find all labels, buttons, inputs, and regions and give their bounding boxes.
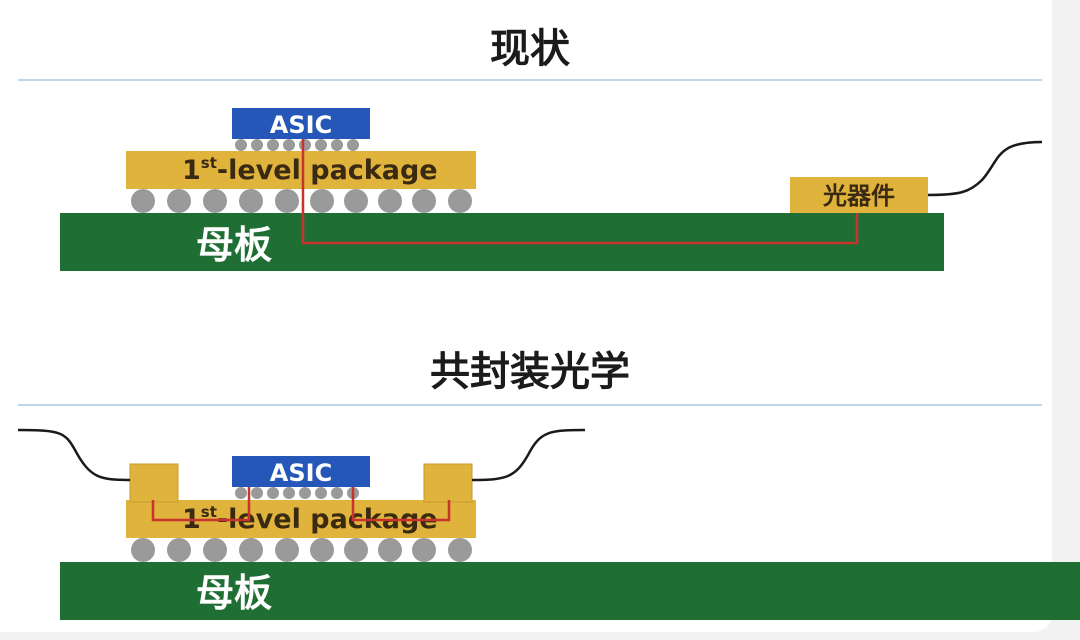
bump xyxy=(251,139,263,151)
bottom-section: 共封装光学 母板 xyxy=(17,349,1080,620)
bottom-package-solder-balls xyxy=(131,538,472,562)
bottom-optical-fiber-right xyxy=(471,428,586,482)
solder-ball xyxy=(344,538,368,562)
solder-ball xyxy=(239,538,263,562)
top-optical-device-label: 光器件 xyxy=(822,182,895,210)
bump xyxy=(315,139,327,151)
top-package-label-suffix: -level package xyxy=(217,155,438,186)
solder-ball xyxy=(131,189,155,213)
bump xyxy=(315,487,327,499)
bump xyxy=(347,139,359,151)
top-asic-die xyxy=(232,108,370,139)
bump xyxy=(235,139,247,151)
solder-ball xyxy=(310,538,334,562)
solder-ball xyxy=(203,538,227,562)
bottom-asic-bumps xyxy=(235,487,359,499)
solder-ball xyxy=(378,189,402,213)
solder-ball xyxy=(412,538,436,562)
top-asic-label: ASIC xyxy=(270,111,332,139)
bump xyxy=(235,487,247,499)
bottom-electrical-trace-left xyxy=(151,487,251,522)
top-section-title: 现状 xyxy=(490,26,571,72)
bump xyxy=(251,487,263,499)
bottom-optical-engine-left xyxy=(129,463,179,503)
solder-ball xyxy=(239,189,263,213)
solder-ball xyxy=(203,189,227,213)
bump xyxy=(299,487,311,499)
solder-ball xyxy=(275,538,299,562)
solder-ball xyxy=(310,189,334,213)
top-package-solder-balls xyxy=(131,189,472,213)
bump xyxy=(299,139,311,151)
top-asic-bumps xyxy=(235,139,359,151)
bump xyxy=(331,139,343,151)
bottom-motherboard-label: 母板 xyxy=(196,571,272,615)
solder-ball xyxy=(378,538,402,562)
solder-ball xyxy=(448,538,472,562)
solder-ball xyxy=(412,189,436,213)
bottom-section-title: 共封装光学 xyxy=(430,349,630,395)
bump xyxy=(267,487,279,499)
top-first-level-package xyxy=(126,151,476,189)
top-electrical-trace xyxy=(301,139,859,245)
top-optical-device xyxy=(790,177,928,213)
bump xyxy=(283,139,295,151)
top-section: 现状 母板 1st-level package xyxy=(18,26,1043,271)
top-optical-fiber xyxy=(927,140,1043,197)
bottom-package-label-sup: st xyxy=(201,503,217,521)
solder-ball xyxy=(167,538,191,562)
bump xyxy=(267,139,279,151)
bump xyxy=(331,487,343,499)
solder-ball xyxy=(344,189,368,213)
solder-ball xyxy=(167,189,191,213)
bump xyxy=(283,487,295,499)
top-package-label-sup: st xyxy=(201,154,217,172)
bottom-electrical-trace-right xyxy=(351,487,451,522)
top-package-label: 1st-level package xyxy=(182,154,438,186)
bottom-optical-fiber-left xyxy=(17,428,131,482)
solder-ball xyxy=(131,538,155,562)
bottom-optical-engine-right xyxy=(423,463,473,503)
bottom-asic-die xyxy=(232,456,370,487)
bottom-motherboard xyxy=(60,562,1080,620)
top-motherboard-label: 母板 xyxy=(196,223,272,267)
top-package-label-prefix: 1 xyxy=(182,155,201,186)
solder-ball xyxy=(448,189,472,213)
solder-ball xyxy=(275,189,299,213)
bottom-asic-label: ASIC xyxy=(270,459,332,487)
